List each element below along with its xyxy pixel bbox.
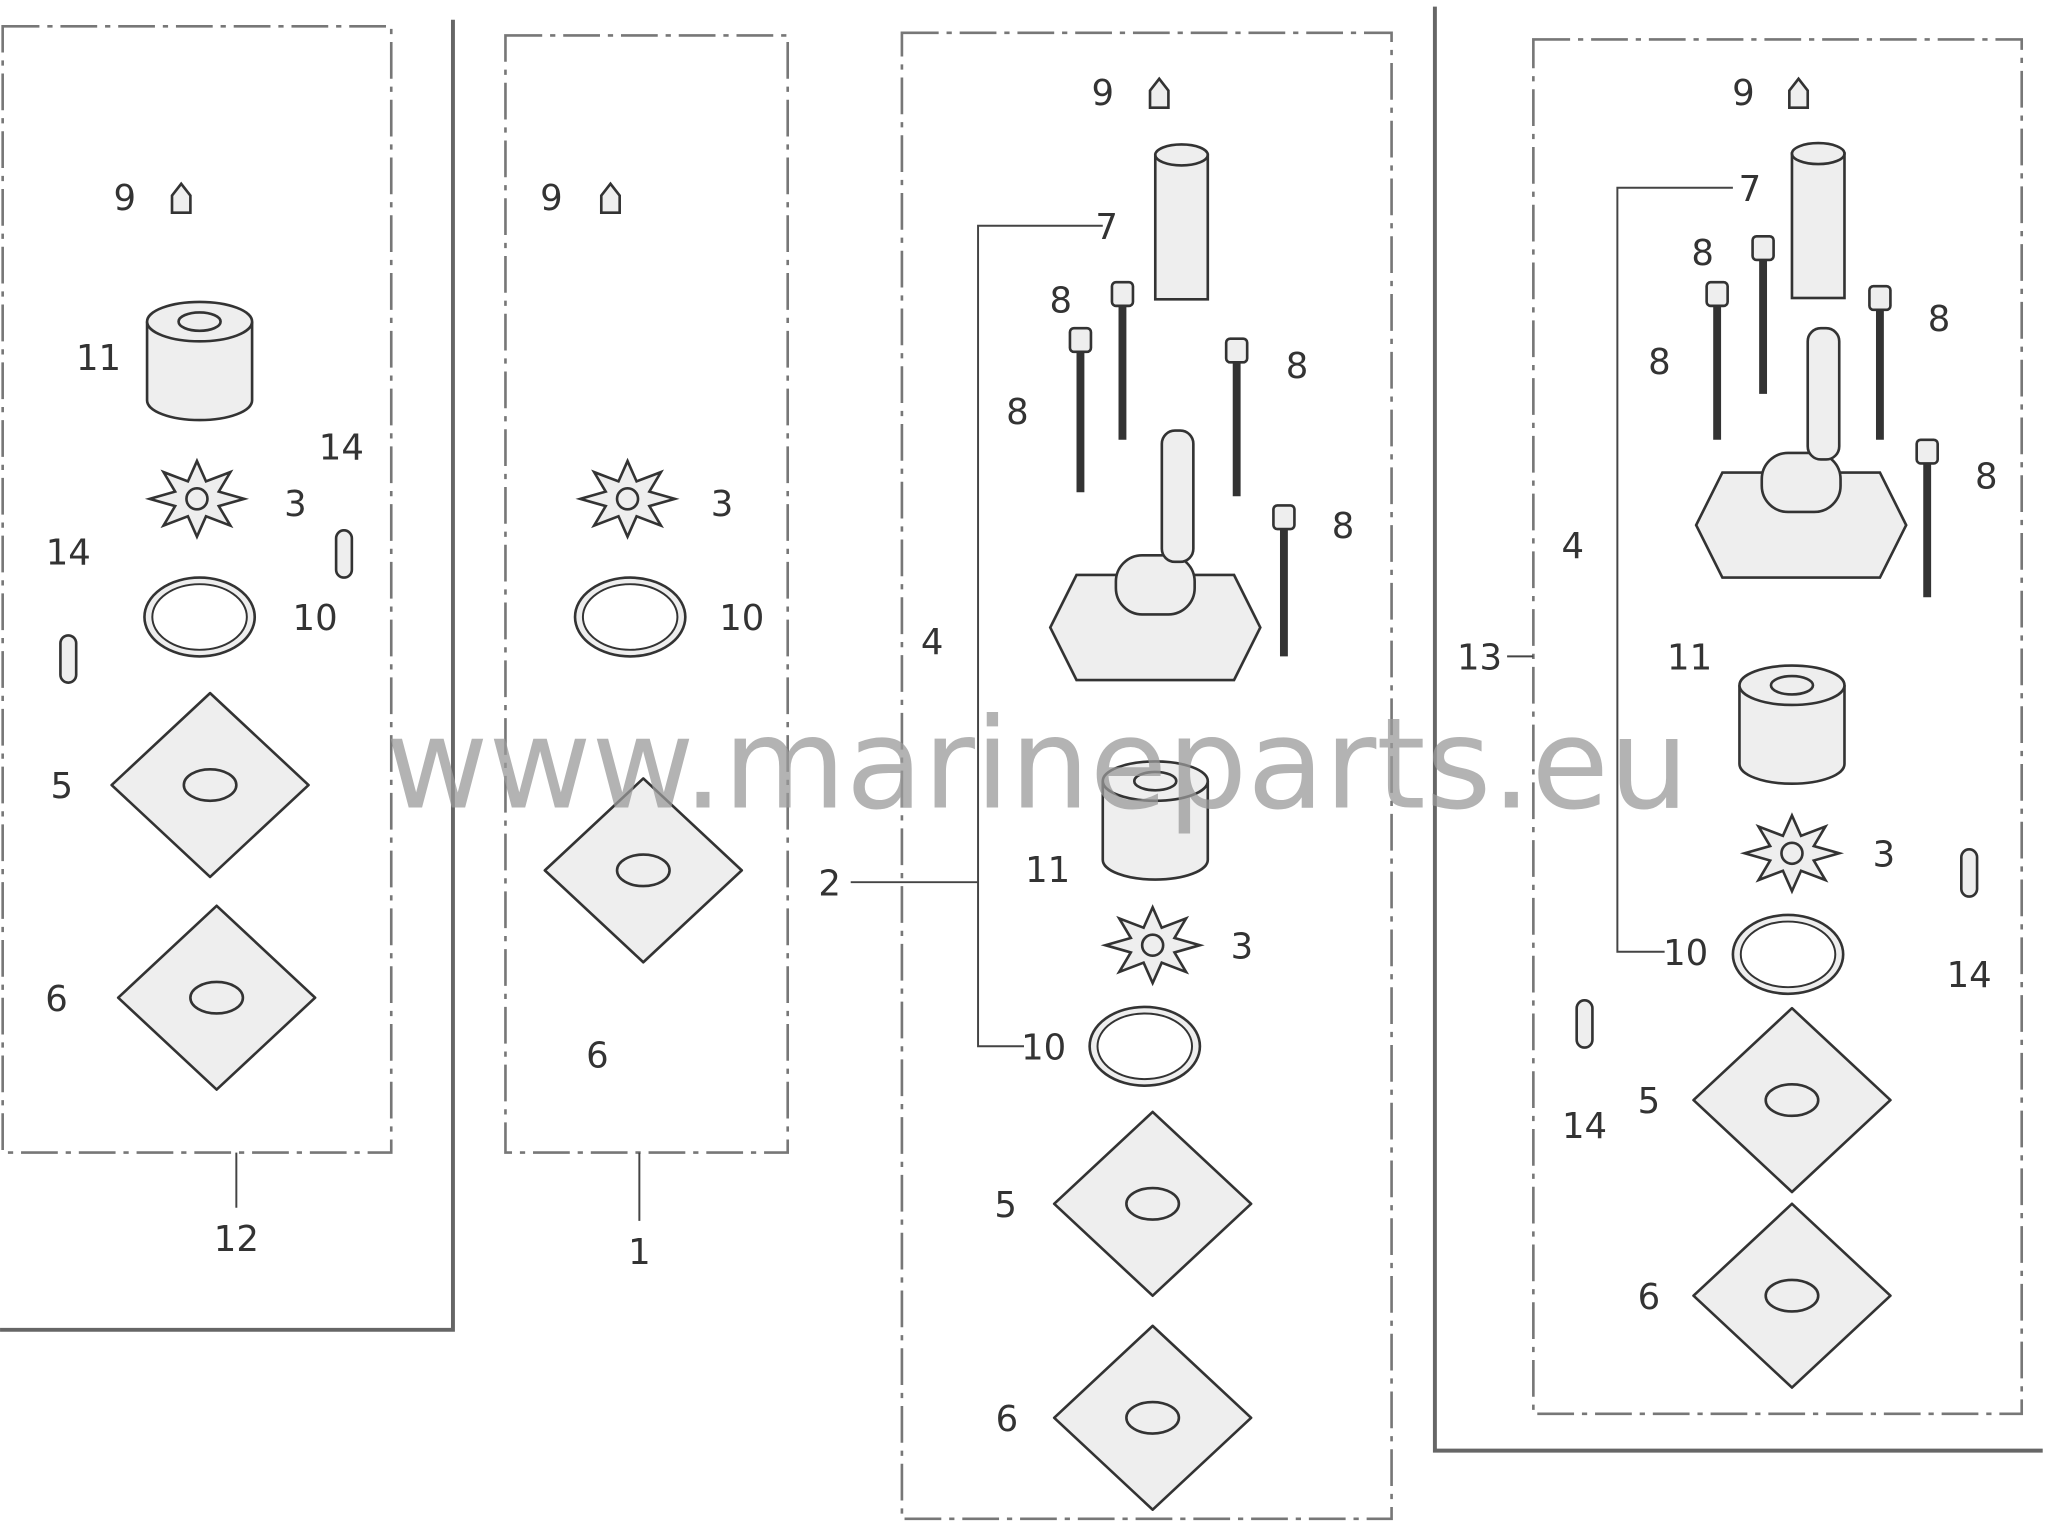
bolt xyxy=(1705,280,1729,440)
callout-part-4: 4 xyxy=(1561,526,1584,567)
dowel-pin xyxy=(59,634,78,684)
outer-plate-gasket xyxy=(116,904,317,1091)
dowel-pin xyxy=(1960,848,1979,898)
callout-part-3: 3 xyxy=(711,484,734,525)
woodruff-key xyxy=(599,181,621,214)
woodruff-key xyxy=(1788,76,1810,109)
callout-part-8: 8 xyxy=(1286,346,1309,387)
callout-part-8: 8 xyxy=(1928,299,1951,340)
callout-part-11: 11 xyxy=(76,338,121,379)
group-border-right xyxy=(1432,6,2043,1453)
kit-2-frame xyxy=(900,31,1393,1521)
callout-part-8: 8 xyxy=(1975,456,1998,497)
callout-part-5: 5 xyxy=(50,766,73,807)
impeller xyxy=(144,457,250,540)
bolt xyxy=(1110,280,1135,440)
bolt xyxy=(1272,504,1296,657)
callout-part-8: 8 xyxy=(1006,392,1029,433)
impeller-housing-liner xyxy=(1101,760,1210,881)
callout-part-6: 6 xyxy=(45,979,68,1020)
callout-part-9: 9 xyxy=(540,178,563,219)
callout-part-10: 10 xyxy=(1663,933,1708,974)
callouts: 9111431410561293106197888841131056297888… xyxy=(45,73,1997,1440)
water-tube-grommet xyxy=(1153,143,1210,301)
kit-label-13: 13 xyxy=(1457,638,1502,679)
woodruff-key xyxy=(1148,76,1170,109)
outer-plate-gasket xyxy=(1052,1324,1253,1511)
callout-part-6: 6 xyxy=(1638,1277,1661,1318)
callout-part-9: 9 xyxy=(1732,73,1755,114)
callout-part-6: 6 xyxy=(586,1035,609,1076)
kit-13-bracket xyxy=(1616,186,1733,953)
impeller-housing-liner xyxy=(1738,664,1846,786)
callout-part-5: 5 xyxy=(1638,1081,1661,1122)
panel-frames xyxy=(0,6,2043,1521)
callout-part-7: 7 xyxy=(1739,169,1762,210)
water-tube-grommet xyxy=(1790,141,1846,300)
callout-part-14: 14 xyxy=(46,532,91,573)
callout-part-9: 9 xyxy=(113,178,136,219)
kit-1-frame xyxy=(504,34,790,1154)
callout-part-10: 10 xyxy=(1021,1027,1066,1068)
callout-part-6: 6 xyxy=(996,1399,1019,1440)
callout-part-14: 14 xyxy=(319,427,364,468)
parts xyxy=(59,76,1979,1511)
callout-part-3: 3 xyxy=(284,484,307,525)
bolt xyxy=(1224,337,1249,497)
callout-part-14: 14 xyxy=(1562,1106,1607,1147)
watermark: www.marineparts.eu xyxy=(385,690,1688,837)
callout-part-9: 9 xyxy=(1091,73,1114,114)
o-ring xyxy=(1731,913,1845,996)
cover-plate xyxy=(543,777,744,964)
cover-plate xyxy=(1692,1006,1892,1194)
callout-part-7: 7 xyxy=(1095,207,1118,248)
callout-part-8: 8 xyxy=(1332,506,1355,547)
bolt xyxy=(1868,284,1892,440)
impeller xyxy=(1739,812,1845,895)
kit-label-1: 1 xyxy=(628,1232,651,1273)
callout-part-5: 5 xyxy=(994,1185,1017,1226)
o-ring xyxy=(573,576,687,658)
bolt xyxy=(1751,234,1775,394)
cover-plate xyxy=(1052,1110,1253,1298)
kit-2-bracket xyxy=(977,224,1103,1048)
bolt xyxy=(1915,438,1939,598)
dowel-pin xyxy=(1575,999,1594,1049)
pump-housing xyxy=(1048,429,1262,682)
o-ring xyxy=(1088,1005,1202,1087)
bolt xyxy=(1068,326,1093,493)
callout-part-11: 11 xyxy=(1025,850,1070,891)
callout-part-8: 8 xyxy=(1648,342,1671,383)
callout-part-8: 8 xyxy=(1691,233,1714,274)
callout-part-3: 3 xyxy=(1873,834,1896,875)
callout-part-11: 11 xyxy=(1667,638,1712,679)
callout-part-3: 3 xyxy=(1231,926,1254,967)
callout-part-4: 4 xyxy=(921,622,944,663)
impeller xyxy=(575,457,680,540)
callout-part-14: 14 xyxy=(1947,955,1992,996)
woodruff-key xyxy=(170,181,192,214)
kit-label-12: 12 xyxy=(214,1219,259,1260)
cover-plate xyxy=(110,691,310,879)
o-ring xyxy=(143,576,257,658)
group-border-left xyxy=(0,19,455,1332)
kit-13-frame xyxy=(1532,38,2024,1416)
outer-plate-gasket xyxy=(1692,1202,1892,1389)
impeller xyxy=(1100,904,1205,987)
kit-12-frame xyxy=(1,24,393,1154)
callout-part-10: 10 xyxy=(719,598,764,639)
kit-label-2: 2 xyxy=(818,863,841,904)
callout-part-8: 8 xyxy=(1049,280,1072,321)
pump-housing xyxy=(1694,326,1908,579)
callout-part-10: 10 xyxy=(293,598,338,639)
impeller-housing-liner xyxy=(145,300,254,422)
dowel-pin xyxy=(334,529,354,579)
